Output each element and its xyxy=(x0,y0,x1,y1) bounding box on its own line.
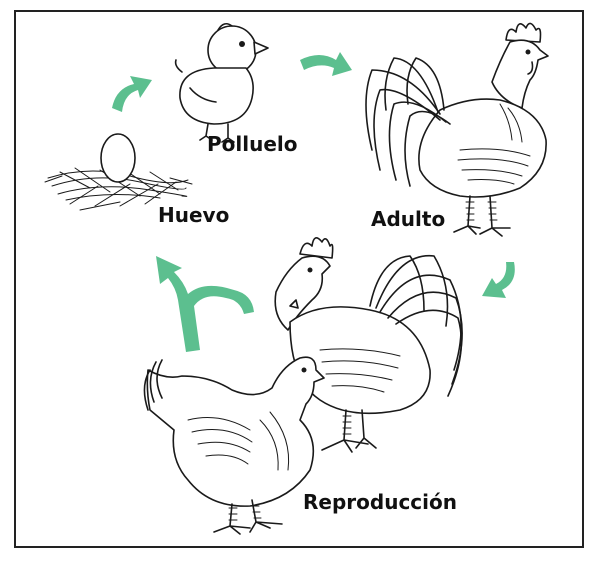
egg-nest-illustration xyxy=(44,133,193,211)
adult-rooster-illustration xyxy=(365,22,549,237)
arrow-chick-to-adult xyxy=(300,52,352,76)
stage-label-reproduction: Reproducción xyxy=(303,490,457,514)
arrow-egg-to-chick xyxy=(112,76,152,112)
arrow-adult-to-reproduction xyxy=(482,262,515,298)
chick-illustration xyxy=(174,22,269,143)
egg xyxy=(100,133,136,183)
cycle-arrows xyxy=(112,52,515,352)
reproduction-rooster-illustration xyxy=(274,237,463,453)
stage-label-egg: Huevo xyxy=(158,203,230,227)
stage-label-adult: Adulto xyxy=(371,207,446,231)
stage-label-chick: Polluelo xyxy=(207,132,298,156)
hen-illustration xyxy=(143,356,325,535)
arrow-reproduction-to-egg xyxy=(156,256,254,352)
